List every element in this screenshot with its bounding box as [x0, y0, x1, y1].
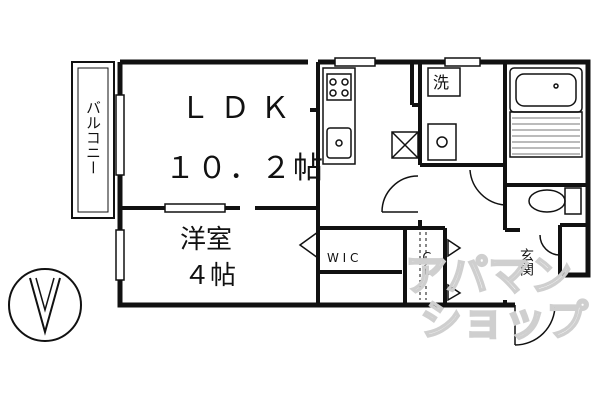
balcony — [71, 61, 115, 219]
windows — [115, 57, 481, 281]
svg-text:アパマン: アパマン — [405, 251, 572, 300]
kitchen-counter — [322, 67, 461, 165]
room-label-entrance: 玄関 — [518, 247, 534, 277]
room-label-bedroom: 洋室 — [180, 225, 232, 255]
room-size-bedroom: ４帖 — [184, 261, 236, 291]
room-label-laundry: 洗 — [433, 73, 449, 92]
doors — [298, 169, 561, 346]
room-label-ldk: ＬＤＫ — [180, 91, 300, 126]
room-label-closet: ＣＬ — [418, 250, 433, 276]
bathtub — [509, 67, 583, 158]
svg-text:ショップ: ショップ — [420, 296, 588, 345]
watermark-logo: アパマン ショップ — [404, 250, 589, 346]
north-arrow-icon — [8, 268, 82, 342]
room-label-wic: W I C — [327, 251, 358, 265]
room-size-ldk: １０．２帖 — [165, 151, 325, 186]
room-label-balcony: バルコニー — [84, 100, 102, 175]
toilet — [528, 187, 582, 215]
interior-walls — [120, 62, 588, 305]
closet-shelf — [419, 232, 427, 300]
